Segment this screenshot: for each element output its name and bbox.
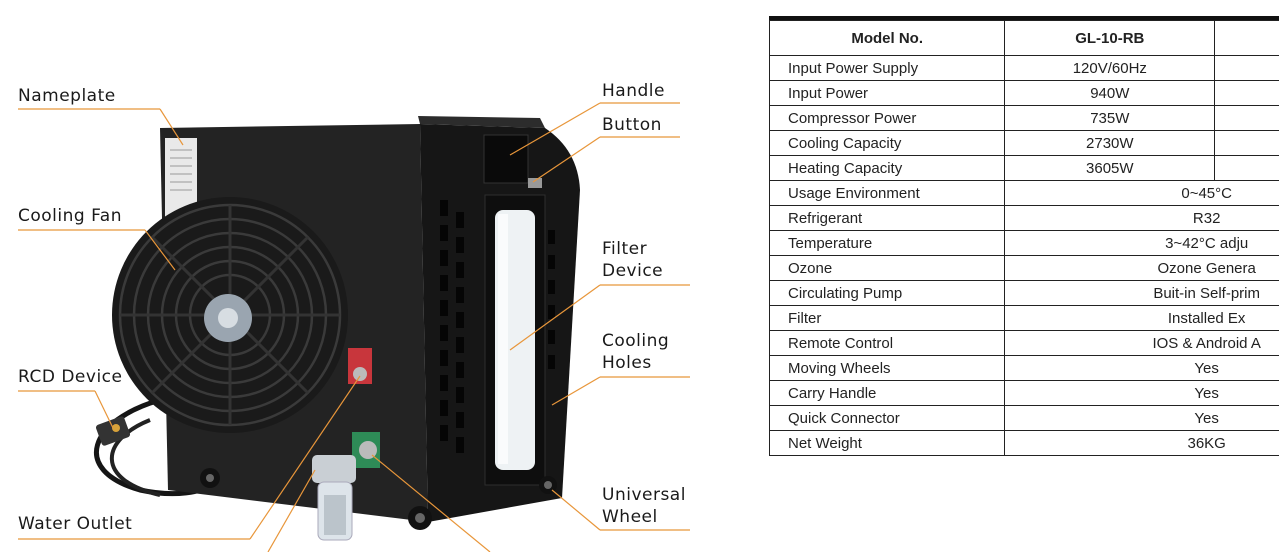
- row-value: Yes: [1004, 355, 1279, 381]
- row-value: IOS & Android A: [1004, 330, 1279, 356]
- row-label: Input Power Supply: [768, 55, 1006, 81]
- row-value: 0~45°C: [1004, 180, 1279, 206]
- row-value: Yes: [1004, 380, 1279, 406]
- row-value: Yes: [1004, 405, 1279, 431]
- row-extra-cell: [1214, 130, 1279, 156]
- header-empty-cell: [1214, 20, 1279, 56]
- callout-universal-wheel: Universal Wheel: [602, 485, 686, 527]
- row-value: R32: [1004, 205, 1279, 231]
- row-label: Circulating Pump: [768, 280, 1006, 306]
- row-value: Buit-in Self-prim: [1004, 280, 1279, 306]
- row-value: 36KG: [1004, 430, 1279, 456]
- row-label: Cooling Capacity: [768, 130, 1006, 156]
- table-top-rule: [769, 16, 1279, 20]
- row-extra-cell: [1214, 155, 1279, 181]
- header-model-value: GL-10-RB: [1004, 20, 1216, 56]
- table-header-row: Model No. GL-10-RB: [768, 20, 1279, 56]
- callout-water-outlet: Water Outlet: [18, 514, 133, 534]
- row-label: Ozone: [768, 255, 1006, 281]
- product-diagram: Nameplate Cooling Fan RCD Device Water O…: [18, 81, 690, 552]
- button: [528, 178, 542, 188]
- callout-cooling-fan: Cooling Fan: [18, 206, 122, 226]
- callout-leader-lines: [18, 102, 690, 552]
- callout-filter-device: Filter Device: [602, 239, 664, 281]
- callout-handle: Handle: [602, 81, 665, 101]
- row-label: Moving Wheels: [768, 355, 1006, 381]
- row-label: Carry Handle: [768, 380, 1006, 406]
- row-value: 2730W: [1004, 130, 1216, 156]
- row-value: 735W: [1004, 105, 1216, 131]
- row-extra-cell: [1214, 105, 1279, 131]
- row-value: 120V/60Hz: [1004, 55, 1216, 81]
- row-label: Compressor Power: [768, 105, 1006, 131]
- row-value: 3605W: [1004, 155, 1216, 181]
- row-value: Installed Ex: [1004, 305, 1279, 331]
- callout-cooling-holes: Cooling Holes: [602, 331, 670, 373]
- row-extra-cell: [1214, 55, 1279, 81]
- row-label: Usage Environment: [768, 180, 1006, 206]
- row-label: Temperature: [768, 230, 1006, 256]
- row-value: 3~42°C adju: [1004, 230, 1279, 256]
- row-extra-cell: [1214, 80, 1279, 106]
- row-label: Input Power: [768, 80, 1006, 106]
- callout-rcd-device: RCD Device: [18, 367, 123, 387]
- callout-button: Button: [602, 115, 662, 135]
- header-model-label: Model No.: [768, 20, 1006, 56]
- callout-nameplate: Nameplate: [18, 86, 116, 106]
- row-value: 940W: [1004, 80, 1216, 106]
- row-label: Heating Capacity: [768, 155, 1006, 181]
- row-label: Filter: [768, 305, 1006, 331]
- row-label: Net Weight: [768, 430, 1006, 456]
- handle: [483, 134, 529, 184]
- row-label: Refrigerant: [768, 205, 1006, 231]
- chiller-illustration: [94, 116, 580, 541]
- cooling-fan: [112, 197, 348, 433]
- row-value: Ozone Genera: [1004, 255, 1279, 281]
- row-label: Remote Control: [768, 330, 1006, 356]
- row-label: Quick Connector: [768, 405, 1006, 431]
